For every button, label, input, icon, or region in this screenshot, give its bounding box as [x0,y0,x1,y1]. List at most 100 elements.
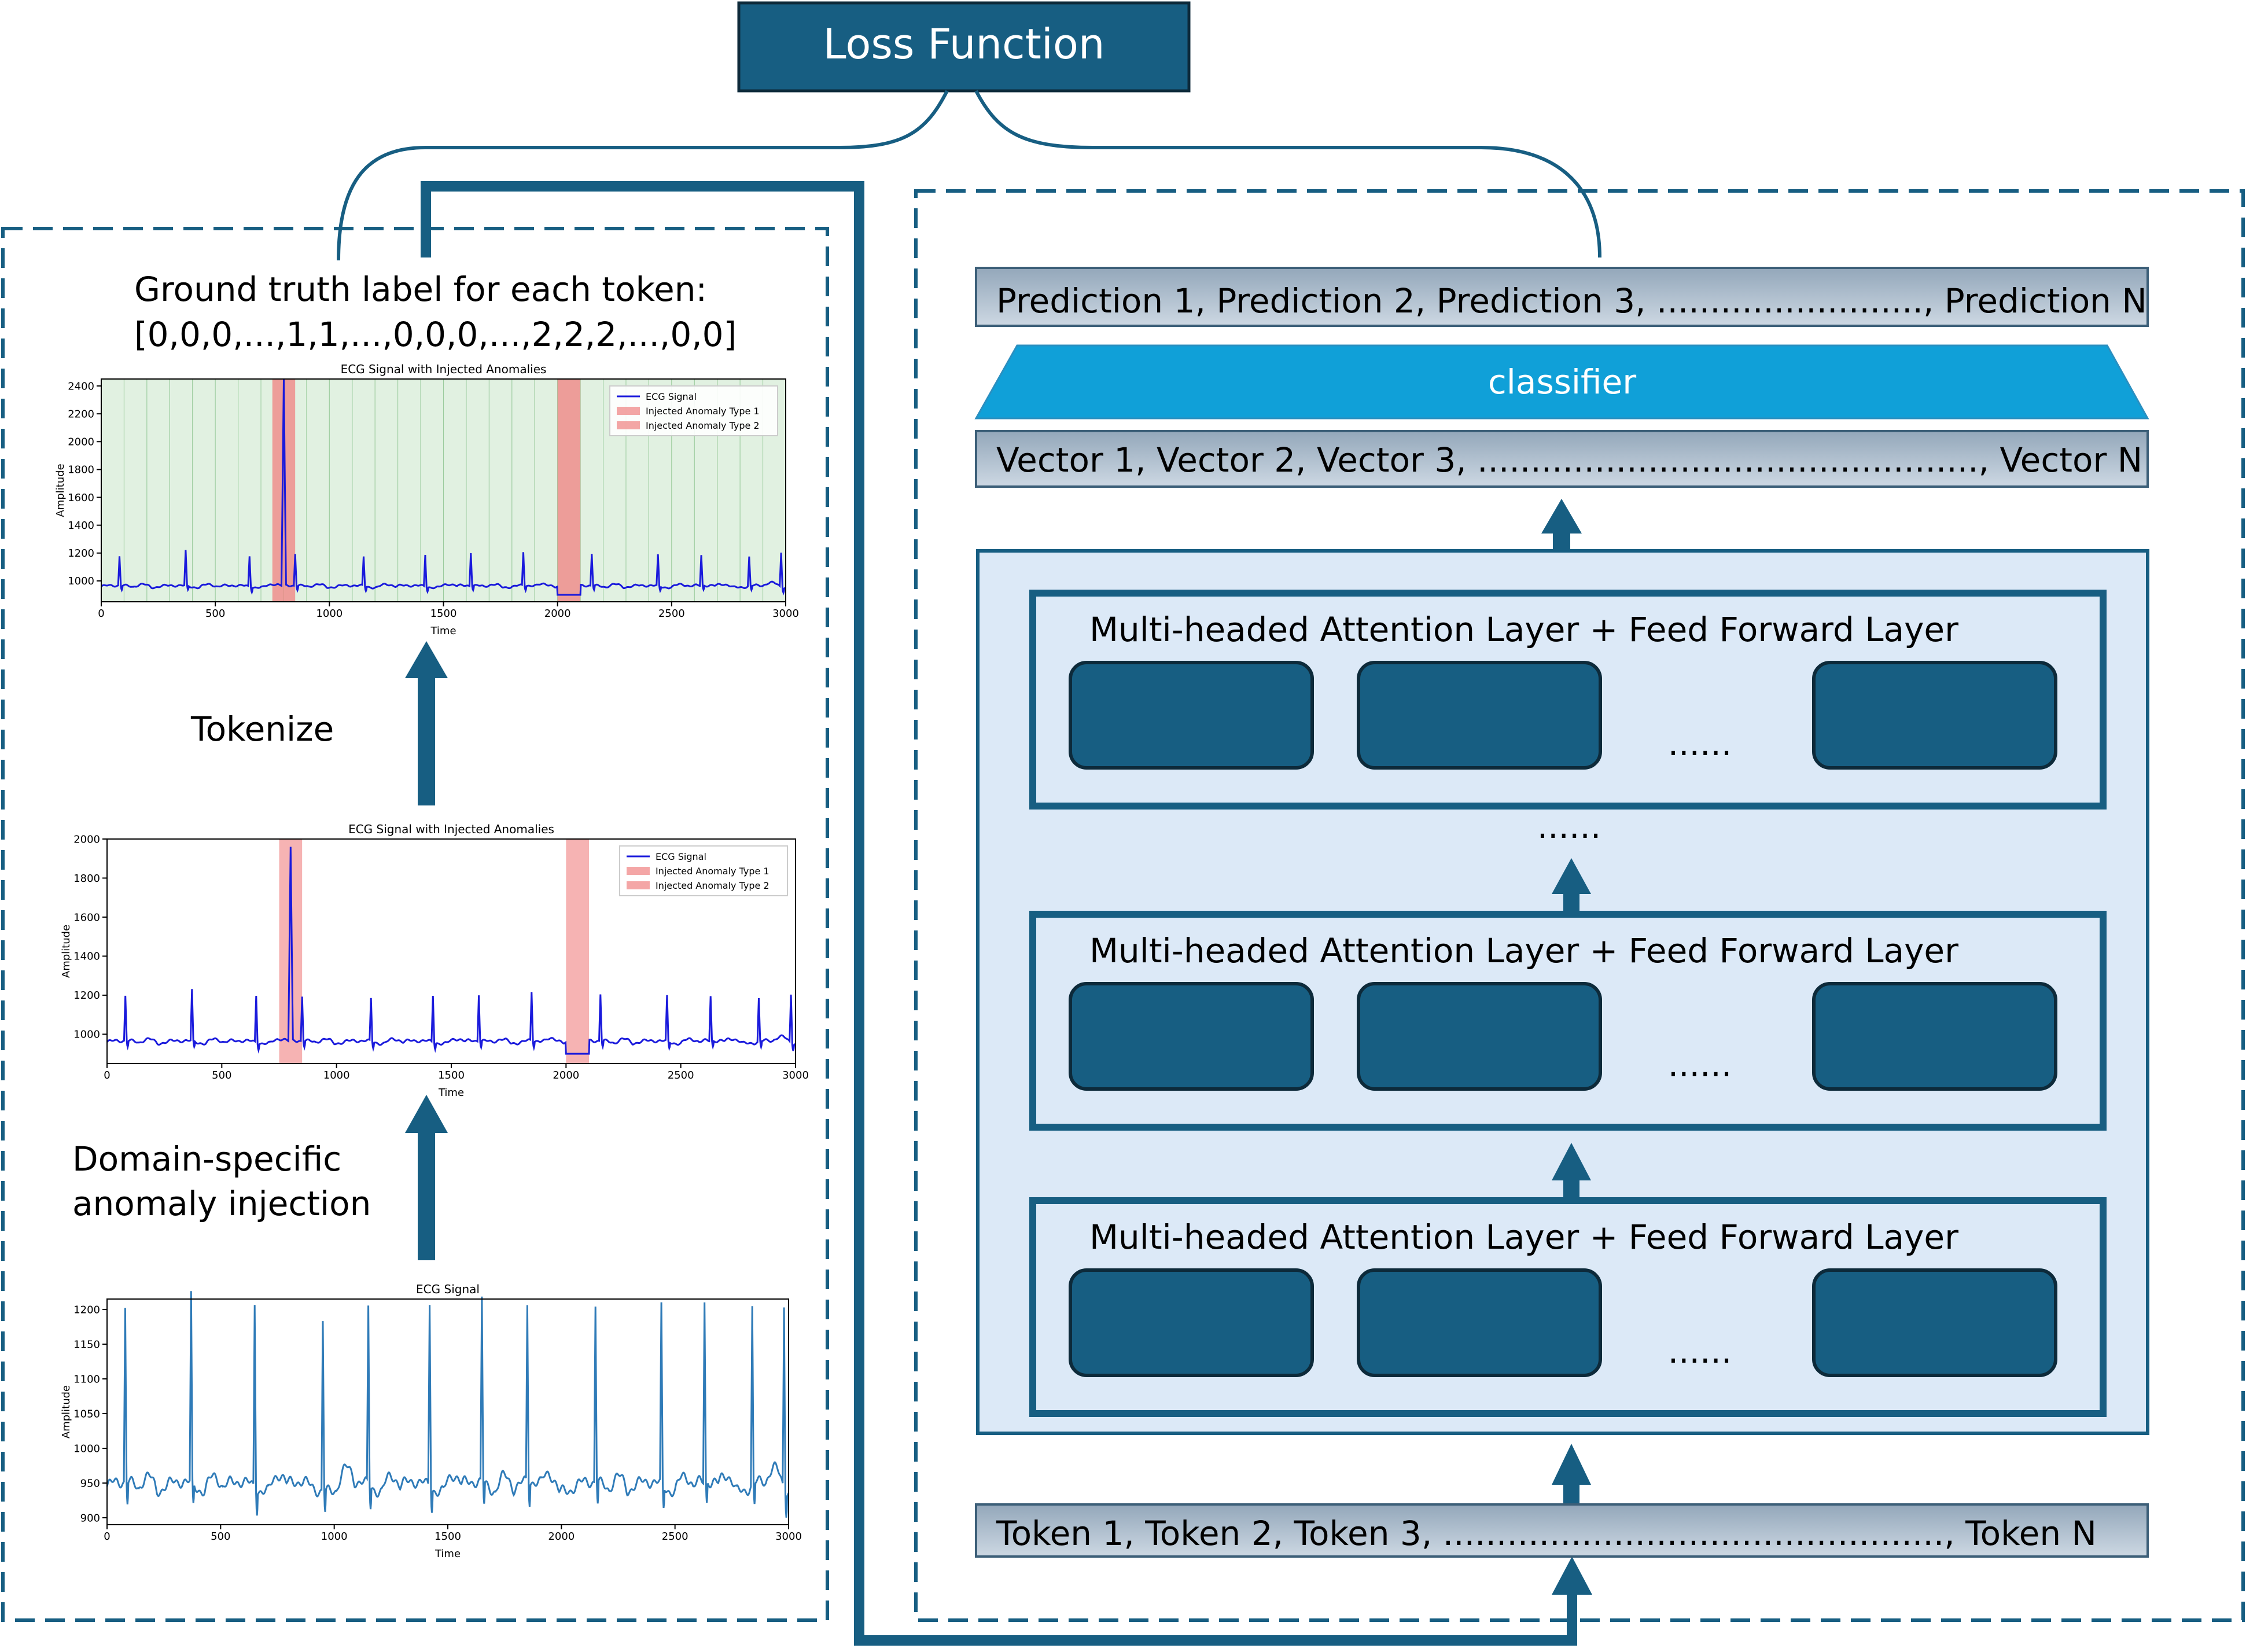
y-tick-label: 1400 [73,951,100,963]
x-tick-label: 3000 [775,1530,802,1543]
attention-layer-3: Multi-headed Attention Layer + Feed Forw… [1029,1197,2107,1417]
loss-connector-left [337,90,949,261]
injection-label-line2: anomaly injection [72,1184,371,1223]
ground-truth-labels: [0,0,0,...,1,1,...,0,0,0,...,2,2,2,...,0… [134,315,737,354]
ecg-signal-line [106,1291,790,1518]
ecg-signal-line [106,847,796,1055]
loss-connector-right [974,90,1601,258]
anomaly-span-type-2 [566,839,589,1064]
token-window [329,378,353,602]
y-tick-label: 1000 [68,575,94,587]
legend-swatch-anomaly [627,881,650,889]
token-window [374,378,399,602]
x-tick-label: 1000 [321,1530,348,1543]
x-axis-label: Time [435,1548,461,1560]
x-tick-label: 0 [98,608,104,620]
y-tick-label: 1050 [73,1408,100,1420]
x-tick-label: 0 [104,1069,110,1081]
x-tick-label: 3000 [772,608,799,620]
y-tick-label: 1000 [73,1029,100,1041]
y-tick-label: 1150 [73,1338,100,1351]
feedback-path [421,181,1577,1646]
token-window [488,378,513,602]
token-window [306,378,330,602]
attention-head-1 [1069,661,1314,770]
attention-head-3 [1812,1268,2057,1377]
token-window [443,378,467,602]
y-tick-label: 2000 [73,833,100,845]
token-window [534,378,558,602]
y-tick-label: 1400 [68,520,94,532]
token-window [146,378,170,602]
tokenize-label: Tokenize [190,709,334,749]
token-window [123,378,148,602]
injection-arrow [405,1095,448,1260]
anomaly-span-type-2 [557,379,581,602]
classifier-block [974,344,2149,420]
x-axis-label: Time [438,1087,464,1099]
classifier-label: classifier [1488,362,1636,402]
loss-function-box [737,1,1191,93]
transformer-to-vectors-arrow [1541,499,1582,551]
y-axis-label: Amplitude [60,925,72,978]
y-axis-label: Amplitude [60,1385,72,1438]
attention-heads-ellipsis: ...... [1668,1331,1732,1371]
y-tick-label: 900 [80,1512,100,1524]
token-window [192,378,216,602]
x-tick-label: 2500 [658,608,685,620]
legend-entry: Injected Anomaly Type 1 [656,866,769,877]
attention-layer-label: Multi-headed Attention Layer + Feed Forw… [1089,931,1958,970]
chart-title: ECG Signal [416,1282,480,1296]
x-tick-label: 2500 [662,1530,688,1543]
y-tick-label: 950 [80,1477,100,1489]
y-tick-label: 1600 [73,911,100,923]
legend-swatch-anomaly [627,867,650,875]
x-tick-label: 1000 [323,1069,350,1081]
attention-head-3 [1812,661,2057,770]
attention-head-1 [1069,982,1314,1091]
predictions-bar [975,267,2149,327]
vectors-label: Vector 1, Vector 2, Vector 3, ..........… [996,440,2142,480]
legend-swatch-anomaly [617,407,640,415]
x-tick-label: 2000 [553,1069,579,1081]
y-tick-label: 2200 [68,408,94,420]
x-tick-label: 500 [205,608,225,620]
plot-frame [106,1298,789,1525]
y-tick-label: 1200 [68,547,94,560]
chart-title: ECG Signal with Injected Anomalies [341,362,547,376]
x-tick-label: 1500 [435,1530,461,1543]
x-axis-label: Time [430,625,456,637]
attention-head-3 [1812,982,2057,1091]
x-tick-label: 500 [212,1069,231,1081]
attention-head-1 [1069,1268,1314,1377]
y-tick-label: 1100 [73,1373,100,1385]
layer-arrow-upper [1552,858,1591,913]
y-axis-label: Amplitude [54,463,67,517]
attention-layer-label: Multi-headed Attention Layer + Feed Forw… [1089,610,1958,649]
x-tick-label: 1000 [316,608,343,620]
y-tick-label: 1600 [68,492,94,504]
y-tick-label: 1000 [73,1443,100,1455]
y-tick-label: 1200 [73,1304,100,1316]
y-tick-label: 2400 [68,380,94,392]
legend-entry: ECG Signal [656,851,706,862]
tokenize-arrow [405,641,448,805]
y-tick-label: 2000 [68,436,94,448]
token-window [169,378,193,602]
x-tick-label: 1500 [430,608,457,620]
attention-head-2 [1357,1268,1602,1377]
attention-layer-2: Multi-headed Attention Layer + Feed Forw… [1029,911,2107,1131]
loss-function-label: Loss Function [823,20,1104,68]
x-tick-label: 3000 [782,1069,809,1081]
attention-heads-ellipsis: ...... [1668,724,1732,763]
y-tick-label: 1800 [68,464,94,476]
tokens-input-arrow [1552,1557,1592,1595]
token-window [215,378,239,602]
legend-swatch-anomaly [617,421,640,429]
x-tick-label: 1500 [438,1069,465,1081]
injection-label-line1: Domain-specific [72,1139,341,1179]
